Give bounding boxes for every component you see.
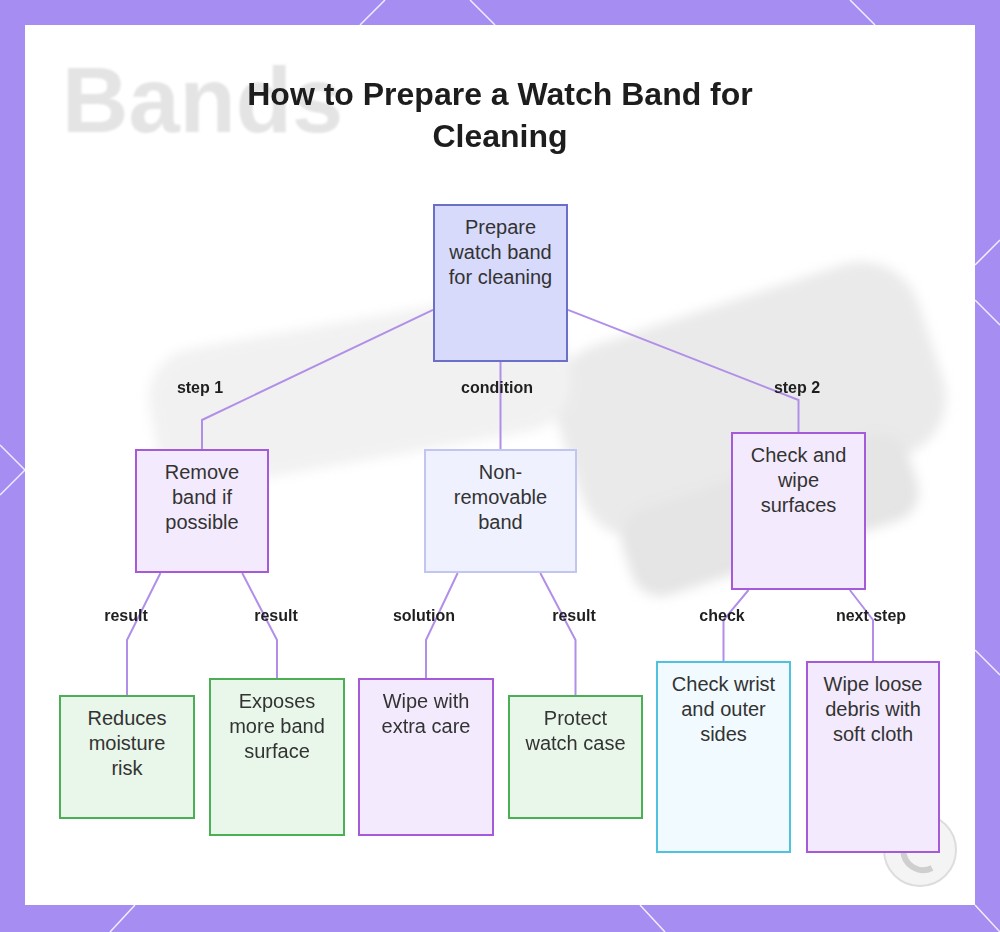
connector xyxy=(540,573,575,695)
edge-label: result xyxy=(104,607,148,625)
process-box: Protect watch case xyxy=(508,695,643,819)
node-text: Check and wipe surfaces xyxy=(743,443,854,518)
decor-line xyxy=(850,0,875,25)
edge-label: condition xyxy=(461,379,533,397)
decor-line xyxy=(975,905,1000,932)
process-box: Check and wipe surfaces xyxy=(731,432,866,590)
process-box: Exposes more band surface xyxy=(209,678,345,836)
process-box: Prepare watch band for cleaning xyxy=(433,204,568,362)
node-text: Protect watch case xyxy=(520,706,631,756)
node-text: Exposes more band surface xyxy=(221,689,333,764)
connector xyxy=(850,590,873,661)
node-text: Non-removable band xyxy=(436,460,565,535)
card xyxy=(25,25,975,905)
connector xyxy=(426,573,458,678)
decor-line xyxy=(0,445,25,470)
connector xyxy=(500,362,502,449)
node-text: Reduces moisture risk xyxy=(71,706,183,781)
decor-line xyxy=(640,905,665,932)
process-box: Check wrist and outer sides xyxy=(656,661,791,853)
node-text: Remove band if possible xyxy=(147,460,257,535)
edge-label: result xyxy=(254,607,298,625)
process-box: Wipe with extra care xyxy=(358,678,494,836)
node-text: Prepare watch band for cleaning xyxy=(445,215,556,290)
process-box: Wipe loose debris with soft cloth xyxy=(806,661,940,853)
edge-label: solution xyxy=(393,607,455,625)
connector xyxy=(568,310,799,432)
connector xyxy=(724,590,749,661)
decor-line xyxy=(975,240,1000,265)
process-box: Reduces moisture risk xyxy=(59,695,195,819)
decor-line xyxy=(975,300,1000,325)
node-text: Wipe loose debris with soft cloth xyxy=(818,672,928,747)
process-box: Non-removable band xyxy=(424,449,577,573)
edge-label: next step xyxy=(836,607,906,625)
connector xyxy=(242,573,277,678)
connector xyxy=(202,310,433,449)
edge-label: step 1 xyxy=(177,379,223,397)
decor-line xyxy=(470,0,495,25)
decor-line xyxy=(360,0,385,25)
decor-line xyxy=(975,650,1000,675)
connector xyxy=(127,573,160,695)
node-text: Wipe with extra care xyxy=(370,689,482,739)
decor-line xyxy=(0,470,25,495)
edge-label: step 2 xyxy=(774,379,820,397)
edge-label: check xyxy=(699,607,744,625)
process-box: Remove band if possible xyxy=(135,449,269,573)
decor-line xyxy=(110,905,135,932)
node-text: Check wrist and outer sides xyxy=(668,672,779,747)
edge-label: result xyxy=(552,607,596,625)
band-shape xyxy=(613,426,926,604)
diagram-title: How to Prepare a Watch Band for Cleaning xyxy=(190,73,810,157)
